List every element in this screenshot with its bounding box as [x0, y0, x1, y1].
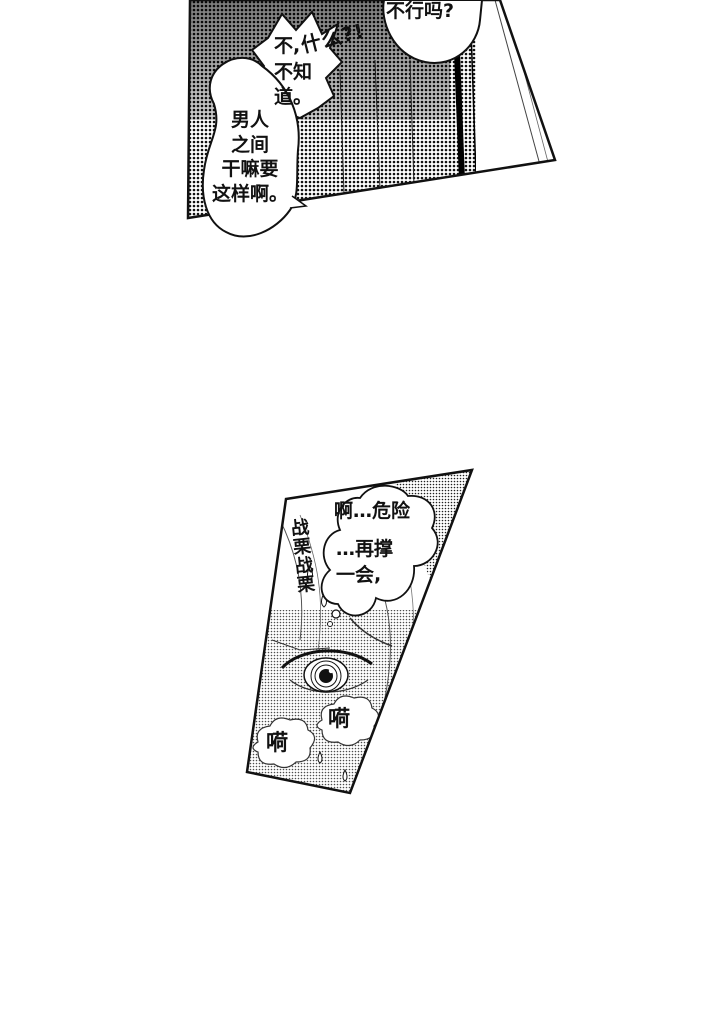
bubble-text-between-men: 男人 之间 干嘛要 这样啊。 [212, 109, 289, 206]
sfx-pant-1: 嗬 [328, 707, 351, 732]
thought-bubble [320, 484, 439, 617]
bubble-text-hold-on: …再撑 一会, [336, 538, 394, 586]
sfx-pant-2: 嗬 [266, 731, 289, 756]
eye-drawing [280, 649, 373, 693]
bubble-text-danger: 啊…危险 [334, 500, 411, 522]
bubble-text-question: 不行吗? [386, 0, 455, 22]
speech-bubble-question [382, 0, 484, 64]
bubble-text-dont-know: 不, 不知 道。 [274, 35, 313, 109]
